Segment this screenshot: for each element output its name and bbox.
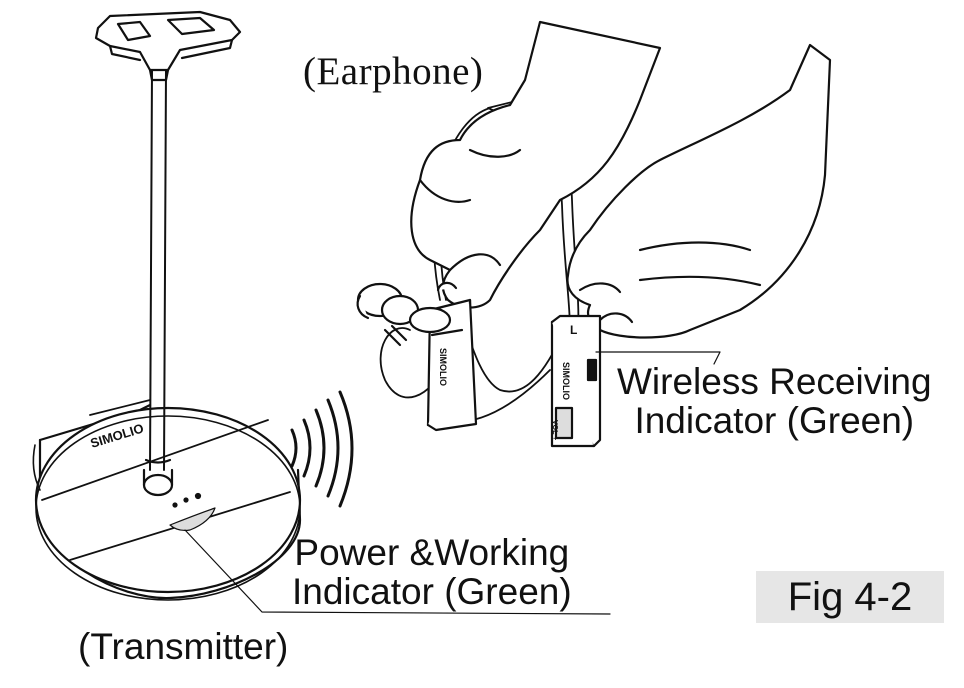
earbuds-icon xyxy=(356,282,452,347)
transmitter-base xyxy=(32,399,302,601)
wireless-label-line2: Indicator (Green) xyxy=(634,400,915,441)
left-hand xyxy=(410,20,662,309)
power-label-line1: Power &Working xyxy=(294,532,570,573)
signal-waves-icon xyxy=(290,390,354,508)
power-label-line2: Indicator (Green) xyxy=(292,571,572,612)
volume-marking: VOL + xyxy=(551,420,558,440)
right-hand xyxy=(566,43,832,339)
figure-caption-box: Fig 4-2 xyxy=(756,571,944,623)
figure-caption: Fig 4-2 xyxy=(787,575,913,619)
power-indicator-label: Power &Working Indicator (Green) xyxy=(292,533,572,611)
transmitter-label: (Transmitter) xyxy=(78,626,289,667)
receiver-right xyxy=(550,314,602,448)
transmitter-stand xyxy=(94,10,242,497)
wireless-indicator-label: Wireless Receiving Indicator (Green) xyxy=(617,362,932,440)
speaker-grille xyxy=(169,507,216,532)
receiver-side-letter: L xyxy=(570,323,577,337)
leader-lines xyxy=(184,351,721,615)
wireless-label-line1: Wireless Receiving xyxy=(617,361,932,402)
earphone-label: (Earphone) xyxy=(303,50,484,93)
receiver-right-logo: SIMOLIO xyxy=(561,362,571,400)
receiver-left-logo: SIMOLIO xyxy=(438,348,448,386)
